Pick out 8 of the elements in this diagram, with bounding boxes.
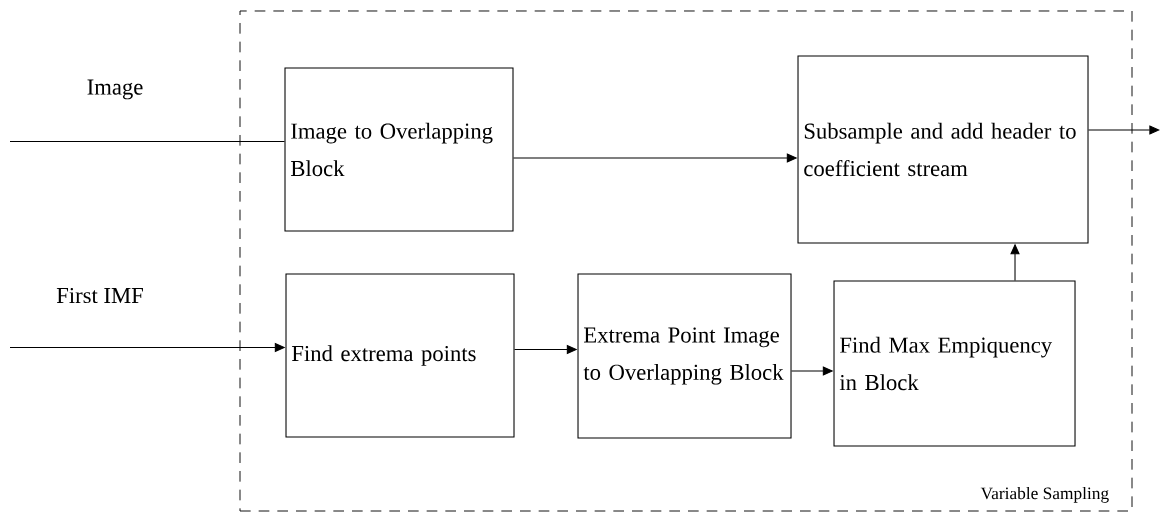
process-box: Image to Overlapping Block [284, 67, 514, 232]
process-box: Find Max Empiquency in Block [833, 280, 1076, 447]
process-box: Extrema Point Image to Overlapping Block [577, 273, 792, 439]
process-box: Subsample and add header to coefficient stream [797, 55, 1089, 244]
edge-label: First IMF [56, 287, 143, 304]
process-box: Find extrema points [285, 273, 515, 438]
edge-label: Image [87, 79, 143, 100]
arrow [1088, 125, 1160, 135]
